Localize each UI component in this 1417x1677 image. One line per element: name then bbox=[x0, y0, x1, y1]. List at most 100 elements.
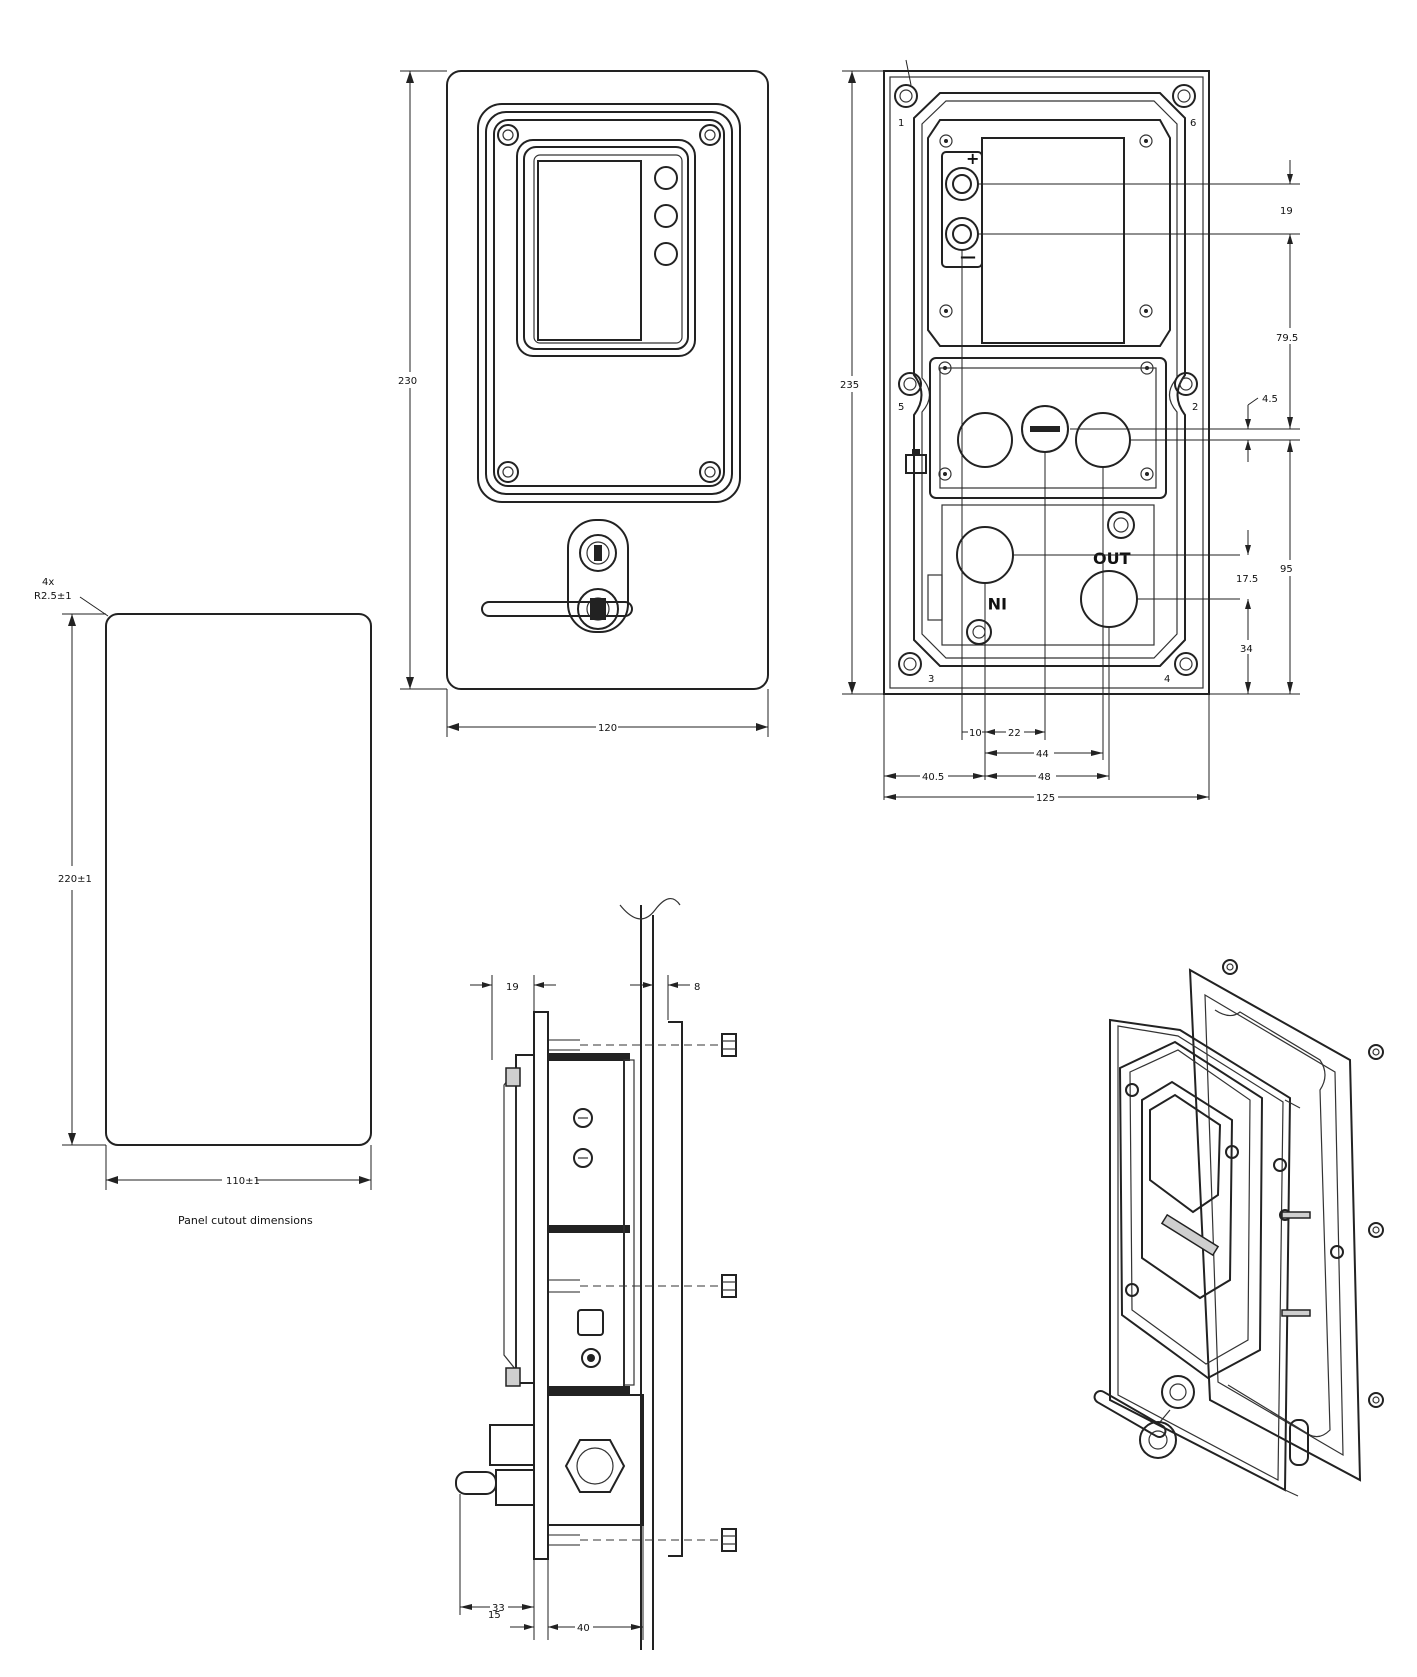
radius-label: R2.5±1 bbox=[34, 591, 72, 602]
bolt-number-3: 3 bbox=[928, 674, 934, 685]
back-inner-screw-7 bbox=[938, 467, 952, 481]
dim-95: 95 bbox=[1280, 564, 1293, 575]
side-terminal-1 bbox=[573, 1108, 593, 1128]
dim-44: 44 bbox=[1036, 749, 1049, 760]
iso-side-fitting bbox=[1289, 1419, 1309, 1466]
front-screw-br bbox=[699, 461, 721, 483]
back-view: + — IN OUT 1 6 5 bbox=[838, 59, 1306, 804]
side-label-plate bbox=[577, 1309, 604, 1336]
dim-10: 10 bbox=[969, 728, 982, 739]
back-display-window bbox=[981, 137, 1125, 344]
iso-valve bbox=[1093, 1375, 1195, 1459]
iso-bolt-4 bbox=[1368, 1392, 1384, 1408]
cutout-width-label: 110±1 bbox=[226, 1176, 260, 1187]
back-plate bbox=[883, 70, 1210, 695]
back-bolt-2 bbox=[1174, 372, 1198, 396]
front-height-label: 230 bbox=[398, 376, 417, 387]
back-bolt-5 bbox=[898, 372, 922, 396]
front-display bbox=[537, 160, 642, 341]
bolt-number-1: 1 bbox=[898, 118, 904, 129]
back-bolt-4 bbox=[1174, 652, 1198, 676]
back-bolt-6 bbox=[1172, 84, 1196, 108]
dim-34: 34 bbox=[1240, 644, 1253, 655]
dim-19-back: 19 bbox=[1280, 206, 1293, 217]
iso-housing-screw-3 bbox=[1125, 1283, 1139, 1297]
bolt-number-2: 2 bbox=[1192, 402, 1198, 413]
back-inner-screw-6 bbox=[1140, 361, 1154, 375]
dim-79-5: 79.5 bbox=[1276, 333, 1298, 344]
wall-break-line bbox=[619, 898, 681, 920]
side-dim-8: 8 bbox=[694, 982, 700, 993]
side-lid-screw-bottom bbox=[505, 1367, 521, 1387]
front-valve-housing bbox=[567, 519, 629, 633]
side-small-fitting bbox=[581, 1348, 601, 1368]
back-width-label: 125 bbox=[1036, 793, 1055, 804]
dim-40-5: 40.5 bbox=[922, 772, 944, 783]
terminal-minus bbox=[945, 217, 979, 251]
front-view: 230 120 bbox=[396, 70, 769, 737]
dim-48: 48 bbox=[1038, 772, 1051, 783]
front-screen-bezel bbox=[516, 139, 696, 357]
iso-bolt-2 bbox=[1368, 1044, 1384, 1060]
iso-housing-screw-1 bbox=[1125, 1083, 1139, 1097]
front-screw-tr bbox=[699, 124, 721, 146]
iso-display-housing bbox=[1118, 1040, 1264, 1380]
dim-22: 22 bbox=[1008, 728, 1021, 739]
cutout-height-label: 220±1 bbox=[58, 874, 92, 885]
isometric-view bbox=[1093, 959, 1384, 1497]
front-fitting-bottom bbox=[577, 588, 619, 630]
side-dim-15: 15 bbox=[488, 1610, 501, 1621]
back-ground-stud bbox=[905, 449, 927, 474]
back-small-fitting bbox=[1107, 511, 1135, 539]
iso-bolt-3 bbox=[1368, 1222, 1384, 1238]
side-nut-middle bbox=[721, 1274, 737, 1298]
back-upper-enclosure bbox=[927, 119, 1171, 347]
side-valve-stem bbox=[489, 1424, 535, 1466]
back-inner-screw-2 bbox=[1139, 134, 1153, 148]
iso-display-screen bbox=[1149, 1093, 1222, 1214]
clamp-plate bbox=[668, 1021, 683, 1557]
front-button-1 bbox=[654, 166, 678, 190]
front-valve-handle bbox=[481, 601, 633, 617]
side-valve-handle bbox=[455, 1471, 497, 1495]
side-view: 19 8 33 15 40 bbox=[455, 898, 737, 1650]
front-fitting-top bbox=[579, 534, 617, 572]
side-dim-40: 40 bbox=[577, 1623, 590, 1634]
panel-cutout-view: 4x R2.5±1 220±1 110±1 Panel cutout dimen… bbox=[34, 577, 372, 1227]
iso-housing-screw-2 bbox=[1225, 1145, 1239, 1159]
bolt-number-6: 6 bbox=[1190, 118, 1196, 129]
terminal-plus bbox=[945, 167, 979, 201]
radius-count-label: 4x bbox=[42, 577, 54, 588]
side-front-plate bbox=[533, 1011, 549, 1560]
front-frame-outer bbox=[477, 103, 741, 503]
dim-17-5: 17.5 bbox=[1236, 574, 1258, 585]
side-dim-19: 19 bbox=[506, 982, 519, 993]
front-plate bbox=[446, 70, 769, 690]
back-bolt-3 bbox=[898, 652, 922, 676]
back-bolt-1 bbox=[894, 84, 918, 108]
iso-mounting-frame bbox=[1188, 968, 1362, 1482]
side-lid bbox=[515, 1054, 535, 1384]
cable-gland-1 bbox=[957, 412, 1013, 468]
back-gland-box bbox=[929, 357, 1167, 499]
back-inner-screw-4 bbox=[1139, 304, 1153, 318]
plus-symbol: + bbox=[966, 149, 979, 168]
iso-bolt-1 bbox=[1222, 959, 1238, 975]
side-nut-top bbox=[721, 1033, 737, 1057]
front-button-2 bbox=[654, 204, 678, 228]
iso-bolt-5 bbox=[1330, 1245, 1344, 1259]
front-button-3 bbox=[654, 242, 678, 266]
iso-front-plate bbox=[1109, 1018, 1292, 1492]
back-bottom-fitting bbox=[966, 619, 992, 645]
bolt-number-5: 5 bbox=[898, 402, 904, 413]
back-side-connector bbox=[927, 574, 943, 621]
radius-leader bbox=[79, 596, 109, 617]
back-inner-screw-3 bbox=[939, 304, 953, 318]
side-valve-block bbox=[547, 1394, 644, 1526]
side-hex-nut bbox=[564, 1439, 626, 1493]
side-terminal-2 bbox=[573, 1148, 593, 1168]
back-inner-screw-8 bbox=[1140, 467, 1154, 481]
back-inner-screw-5 bbox=[938, 361, 952, 375]
out-label: OUT bbox=[1093, 549, 1131, 568]
